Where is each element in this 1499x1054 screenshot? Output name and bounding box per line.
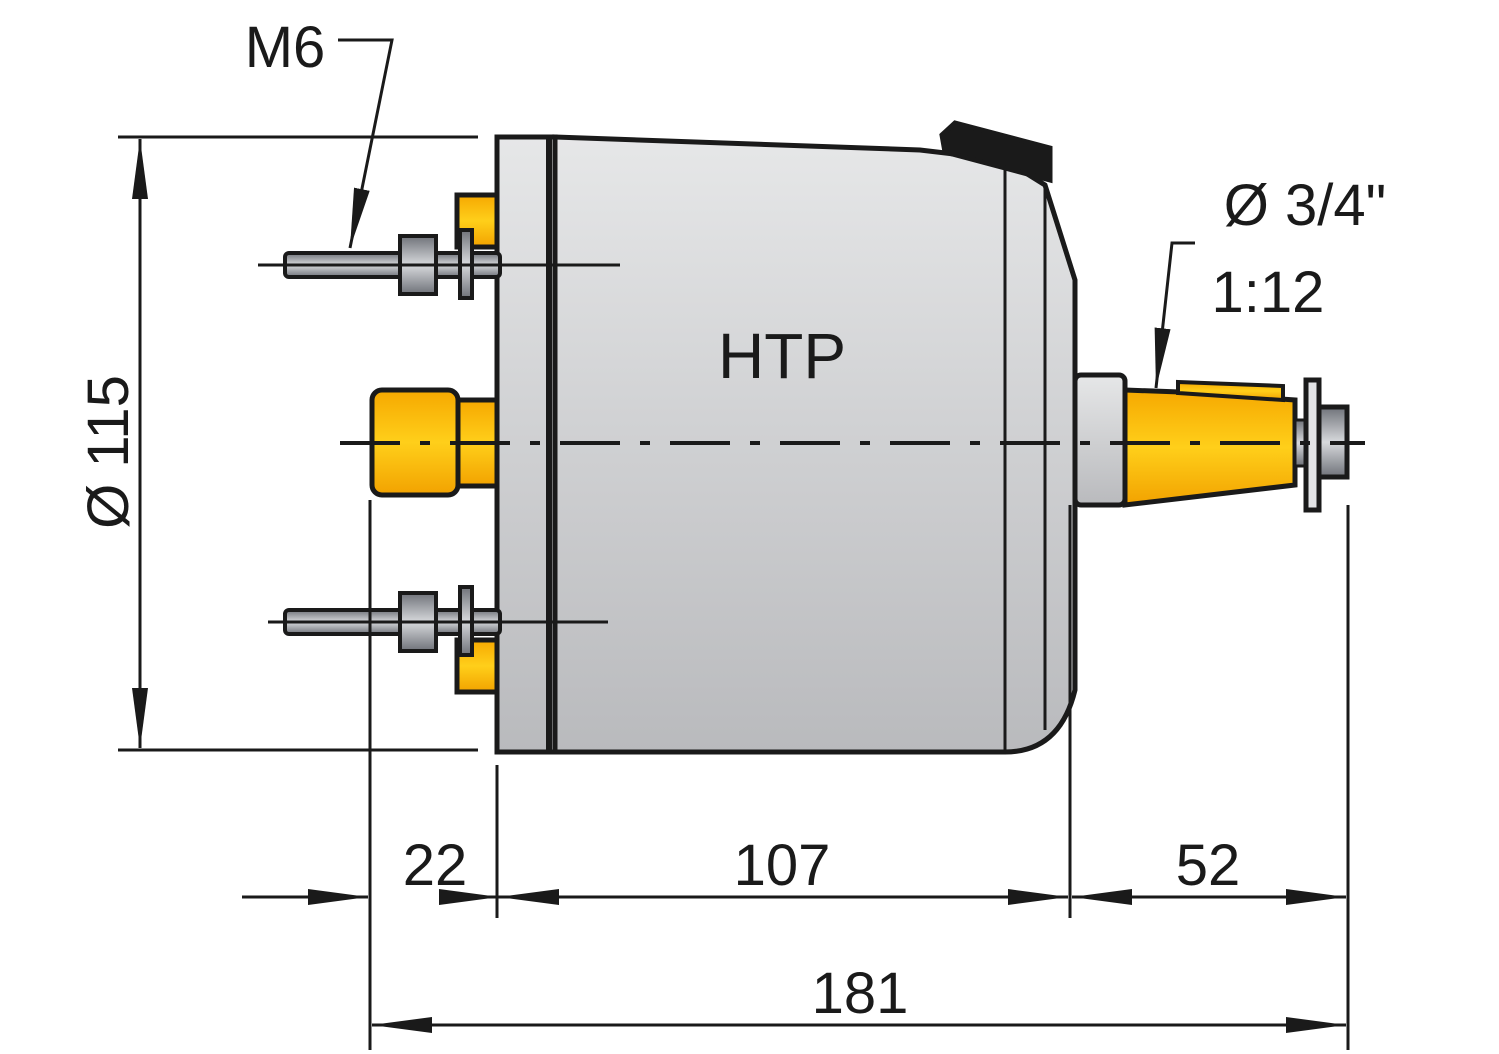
product-label: HTP [718, 320, 846, 392]
center-lines [258, 263, 1365, 624]
dimension-lines [118, 38, 1350, 1050]
dimension-52: 52 [1176, 833, 1241, 898]
dimension-107: 107 [734, 833, 831, 898]
dimension-22: 22 [403, 833, 468, 898]
shaft-diameter-label: Ø 3/4" [1224, 173, 1386, 238]
thread-label: M6 [245, 15, 326, 80]
dimension-181: 181 [812, 961, 909, 1026]
shaft-assembly [1072, 372, 1350, 513]
pump-body [494, 120, 1078, 755]
taper-label: 1:12 [1212, 260, 1325, 325]
diameter-dimension: Ø 115 [76, 375, 141, 529]
